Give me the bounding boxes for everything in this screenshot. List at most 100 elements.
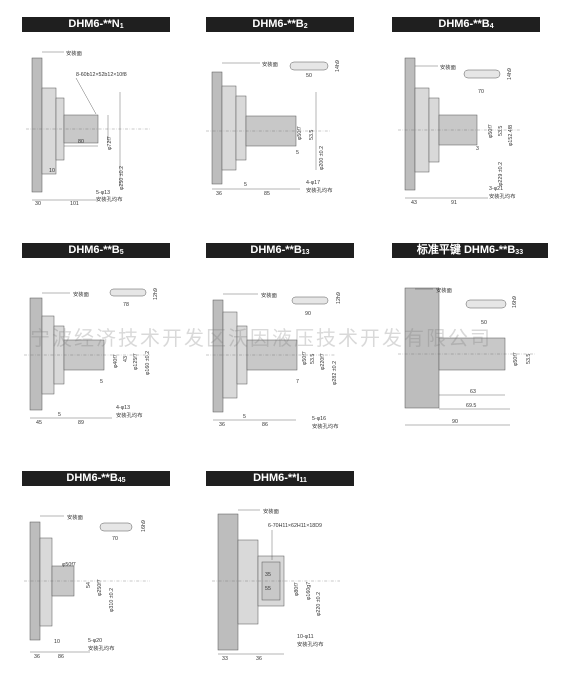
dim-90: 90 (305, 311, 311, 317)
dim-d3: φ125f7 (133, 353, 139, 370)
panel-title: DHM6-**B2 (206, 17, 354, 32)
panel-title: DHM6-**B13 (206, 243, 354, 258)
dim-d3: φ250f7 (97, 579, 103, 596)
dim-63: 63 (470, 389, 476, 395)
dim-d2: φ282 ±0.2 (332, 361, 338, 385)
label-holes-even: 安装孔均布 (312, 422, 339, 430)
dim-key: 16h9 (141, 520, 147, 532)
label-mount-face: 安装面 (262, 60, 278, 68)
dim-89: 89 (78, 420, 84, 426)
dim-50: 50 (306, 73, 312, 79)
dim-90: 90 (452, 419, 458, 425)
label-holes: 4-φ13 (116, 405, 130, 411)
label-mount-face: 安装面 (66, 49, 82, 57)
dim-70: 70 (112, 536, 118, 542)
panel-title: DHM6-**B5 (22, 243, 170, 258)
label-holes-even: 安装孔均布 (489, 192, 516, 200)
dim-53-5: 53.5 (309, 130, 315, 140)
dim-30: 30 (35, 201, 41, 207)
dim-50: 50 (481, 320, 487, 326)
label-holes-even: 安装孔均布 (306, 186, 333, 194)
label-mount-face: 安装面 (263, 507, 279, 515)
dim-d3: φ160g7 (306, 582, 312, 600)
label-holes: 5-φ16 (312, 416, 326, 422)
dim-d1: φ50f7 (513, 352, 519, 366)
dim-d3: φ220f7 (320, 353, 326, 370)
dim-5: 5 (296, 150, 299, 156)
dim-5: 5 (100, 379, 103, 385)
dim-d2: φ200 ±0.2 (319, 146, 325, 170)
dim-d2: φ310 ±0.2 (109, 588, 115, 612)
label-mount-face: 安装面 (440, 63, 456, 71)
dim-d1: φ50f7 (297, 126, 303, 140)
dim-80: 80 (78, 139, 84, 145)
dim-43: 43 (411, 200, 417, 206)
dim-53-5: 53.5 (310, 354, 316, 364)
dim-key: 16h9 (512, 296, 518, 308)
dim-35: 35 (265, 572, 271, 578)
dim-d1: φ50f7 (488, 124, 494, 138)
dim-d1: φ50f7 (302, 351, 308, 365)
label-holes: 3-φ21 (489, 186, 503, 192)
label-mount-face: 安装面 (261, 291, 277, 299)
dim-36: 36 (219, 422, 225, 428)
dim-3: 3 (476, 146, 479, 152)
panel-title: DHM6-**I11 (206, 471, 354, 486)
label-holes: 10-φ11 (297, 634, 314, 640)
dim-5b: 5 (58, 412, 61, 418)
dim-d2: φ250 ±0.2 (119, 166, 125, 190)
label-mount-face: 安装面 (436, 286, 452, 294)
dim-33: 33 (222, 656, 228, 662)
dim-53-5: 53.5 (498, 126, 504, 136)
dim-43: 43 (123, 356, 129, 362)
dim-53-5: 53.5 (526, 354, 532, 364)
dim-d1: φ40f7 (113, 354, 119, 368)
label-holes: 5-φ20 (88, 638, 102, 644)
dim-5b: 5 (244, 182, 247, 188)
dim-36: 36 (256, 656, 262, 662)
dim-d2: φ229 ±0.2 (498, 162, 504, 186)
dim-d1: φ72f7 (107, 136, 113, 150)
label-holes: 5-φ13 (96, 190, 110, 196)
dim-36: 36 (216, 191, 222, 197)
dim-45: 45 (36, 420, 42, 426)
dim-d1: φ50f7 (62, 562, 76, 568)
panel-title: 标准平键 DHM6-**B33 (392, 243, 548, 258)
dim-5: 5 (243, 414, 246, 420)
dim-86: 86 (58, 654, 64, 660)
dim-55: 55 (265, 586, 271, 592)
label-spline: 8-60b12×52b12×10f8 (76, 72, 127, 78)
panel-title: DHM6-**B4 (392, 17, 540, 32)
dim-91: 91 (451, 200, 457, 206)
dim-101: 101 (70, 201, 79, 207)
dim-10: 10 (54, 639, 60, 645)
panel-title: DHM6-**N1 (22, 17, 170, 32)
dim-d2: φ220 ±0.2 (316, 592, 322, 616)
dim-d2: φ160 ±0.2 (145, 351, 151, 375)
dim-54: 54 (86, 582, 92, 588)
dim-key: 12h9 (153, 288, 159, 300)
dim-78: 78 (123, 302, 129, 308)
dim-7: 7 (296, 379, 299, 385)
dim-70: 70 (478, 89, 484, 95)
label-holes: 4-φ17 (306, 180, 320, 186)
dim-d1: φ80f7 (294, 582, 300, 596)
panel-title: DHM6-**B45 (22, 471, 170, 486)
label-spline: 6-70H11×62H11×18D9 (268, 523, 322, 529)
dim-key: 12h9 (336, 292, 342, 304)
label-holes-even: 安装孔均布 (88, 644, 115, 652)
label-mount-face: 安装面 (73, 290, 89, 298)
dim-d3: φ152.4f8 (508, 125, 514, 146)
label-holes-even: 安装孔均布 (297, 640, 324, 648)
label-mount-face: 安装面 (67, 513, 83, 521)
dim-10: 10 (49, 168, 55, 174)
dim-69-5: 69.5 (466, 403, 476, 409)
dim-86: 86 (262, 422, 268, 428)
